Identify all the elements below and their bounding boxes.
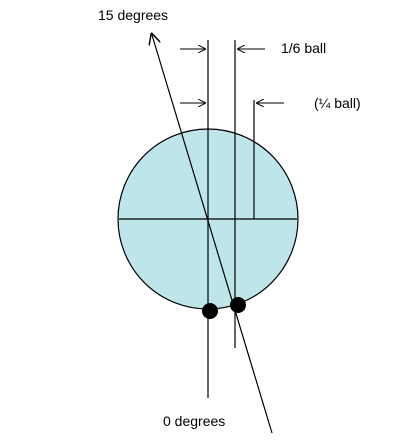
sixth-ball-label: 1/6 ball bbox=[281, 40, 326, 56]
contact-point-zero-degree bbox=[202, 303, 218, 319]
contact-point-fifteen-degree bbox=[230, 297, 246, 313]
zero-degrees-label: 0 degrees bbox=[163, 413, 225, 429]
quarter-ball-label: (¼ ball) bbox=[314, 95, 361, 111]
fifteen-degrees-label: 15 degrees bbox=[98, 7, 168, 23]
fifteen-degree-line bbox=[152, 35, 273, 434]
